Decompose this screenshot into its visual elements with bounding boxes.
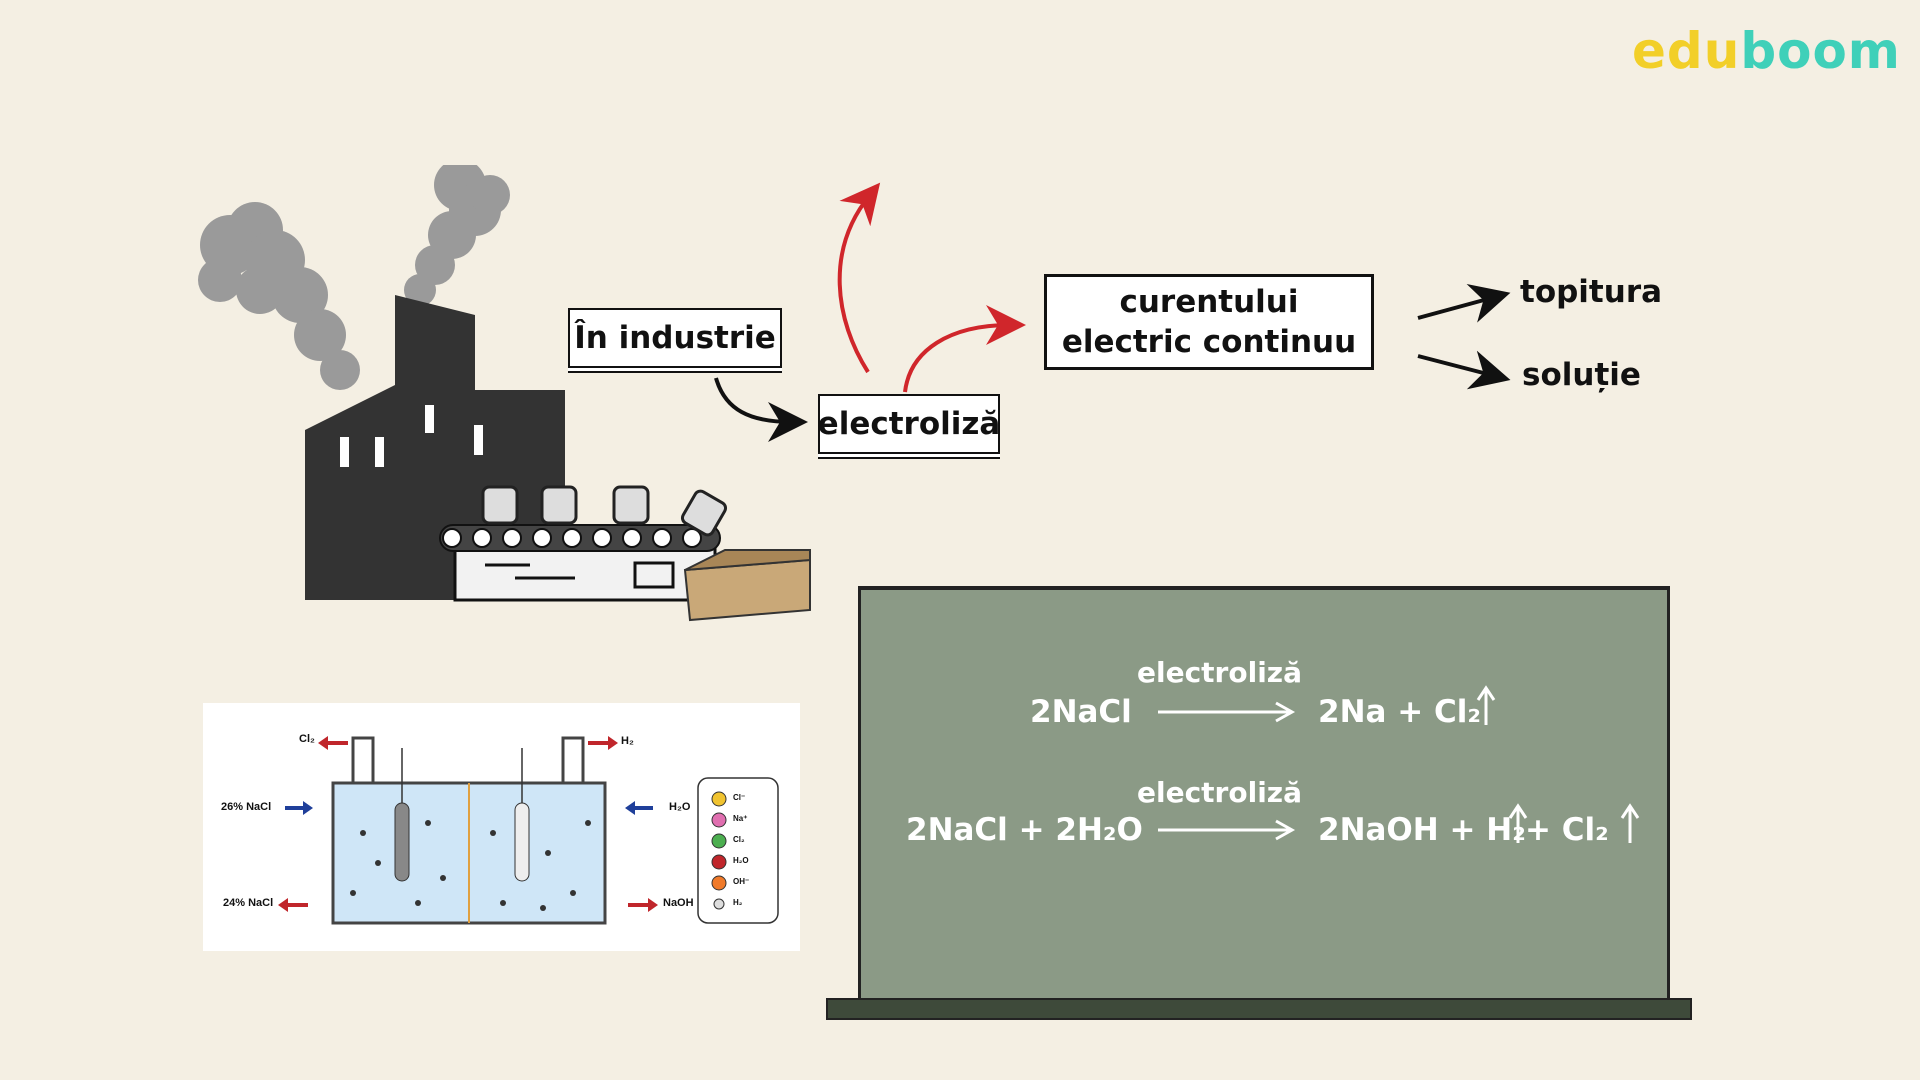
arrow-current-solution [1417, 350, 1511, 390]
legend-h2o: H₂O [733, 856, 749, 865]
legend-cl2: Cl₂ [733, 835, 745, 844]
eq1-right: 2Na + Cl₂ [1318, 694, 1481, 730]
conveyor-icon [439, 485, 728, 602]
factory-icon [198, 165, 811, 622]
electrolysis-label: electroliză [818, 394, 1000, 454]
eq1-left: 2NaCl [1030, 694, 1132, 730]
current-box: curentului electric continuu [1044, 274, 1374, 370]
legend-h2: H₂ [733, 898, 743, 907]
eq2-left: 2NaCl + 2H₂O [906, 812, 1143, 848]
melt-label: topitura [1520, 274, 1663, 310]
cell-top-right: H₂ [621, 735, 634, 747]
legend-cl-ion: Cl⁻ [733, 793, 746, 802]
chalkboard-ledge [826, 998, 1692, 1020]
legend-oh-ion: OH⁻ [733, 877, 750, 886]
solution-label: soluție [1522, 357, 1641, 393]
chalkboard [858, 586, 1670, 1003]
arrow-electrolysis-current [903, 305, 1026, 393]
arrow-industry-to-electrolysis [714, 377, 808, 442]
brand-logo: eduboom [1632, 22, 1901, 80]
smoke-icon [198, 165, 510, 390]
industry-label: În industrie [568, 308, 782, 368]
cell-drawing [278, 736, 779, 925]
brand-part1: edu [1632, 22, 1741, 80]
cell-in-left: 26% NaCl [221, 801, 272, 813]
eq2-arrow-label: electroliză [1137, 776, 1302, 809]
arrow-current-melt [1417, 284, 1511, 323]
cell-top-left: Cl₂ [299, 733, 315, 745]
legend-na-ion: Na⁺ [733, 814, 748, 823]
eq2-right-b: + Cl₂ [1525, 812, 1609, 848]
electrolytic-cell-diagram: Cl₂ H₂ 26% NaCl H₂O 24% NaCl NaOH Cl⁻ Na… [203, 703, 800, 951]
brand-part2: boom [1740, 22, 1901, 80]
arrow-electrolysis-up [837, 182, 881, 374]
cell-out-left: 24% NaCl [223, 897, 274, 909]
box-icon [683, 549, 811, 622]
cell-in-right: H₂O [669, 801, 691, 813]
cell-out-right: NaOH [663, 897, 694, 909]
eq1-arrow-label: electroliză [1137, 656, 1302, 689]
eq2-right-a: 2NaOH + H₂ [1318, 812, 1526, 848]
